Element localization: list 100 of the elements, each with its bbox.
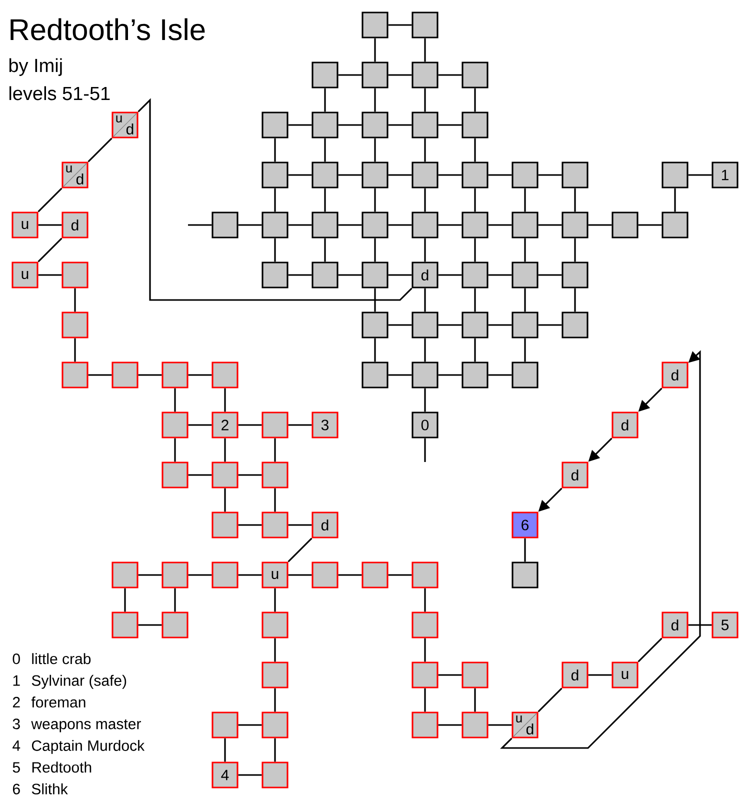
connector [424, 188, 426, 212]
connector [388, 174, 412, 176]
connector [188, 474, 212, 476]
connector [438, 274, 462, 276]
room-box [262, 612, 288, 638]
connector [38, 274, 62, 276]
connector [274, 138, 276, 162]
connector [238, 774, 262, 776]
connector [288, 224, 312, 226]
room-box [262, 662, 288, 688]
connector [388, 274, 412, 276]
connector [288, 574, 312, 576]
room-box: d [662, 612, 688, 638]
connector [88, 138, 112, 162]
connector [424, 588, 426, 612]
connector [438, 174, 462, 176]
connector [374, 88, 376, 112]
room-box [462, 662, 488, 688]
connector [374, 288, 376, 312]
connector [224, 438, 226, 462]
connector [224, 488, 226, 512]
connector [274, 188, 276, 212]
room-box [212, 362, 238, 388]
connector [288, 524, 312, 526]
room-box: d [562, 462, 588, 488]
room-box [562, 262, 588, 288]
connector [574, 238, 576, 262]
connector [174, 388, 176, 412]
subtitle: levels 51-51 [9, 86, 110, 100]
connector [524, 188, 526, 212]
room-box: 3 [312, 412, 338, 438]
connector [474, 288, 476, 312]
room-box [362, 312, 388, 338]
connector [238, 224, 262, 226]
room-box [512, 162, 538, 188]
connector [274, 588, 276, 612]
room-box [312, 112, 338, 138]
connector [424, 138, 426, 162]
key-label: foreman [31, 696, 86, 708]
connector [138, 574, 162, 576]
key-label: weapons master [31, 719, 141, 732]
key-number: 0 [12, 654, 20, 664]
key-label: Sylvinar (safe) [32, 674, 126, 689]
room-box: d [412, 262, 438, 288]
room-box [412, 662, 438, 688]
room-box [212, 712, 238, 738]
connector [324, 88, 326, 112]
room-box: 0 [412, 412, 438, 438]
connector [538, 688, 562, 712]
connector [438, 74, 462, 76]
connector [274, 638, 276, 662]
connector [588, 674, 612, 676]
room-box [362, 62, 388, 88]
connector [338, 274, 362, 276]
connector [274, 238, 276, 262]
connector [188, 374, 212, 376]
room-box [462, 262, 488, 288]
room-box [362, 562, 388, 588]
connector [338, 224, 362, 226]
connector [338, 74, 362, 76]
connector [438, 374, 462, 376]
room-box [162, 462, 188, 488]
room-box [212, 562, 238, 588]
room-box: u [612, 662, 638, 688]
connector [488, 724, 512, 726]
connector [438, 724, 462, 726]
connector [38, 224, 62, 226]
room-box [312, 562, 338, 588]
connector [424, 638, 426, 662]
room-box [362, 212, 388, 238]
split-room-box: u d [112, 112, 138, 138]
room-box: 5 [712, 612, 738, 638]
connector [488, 224, 512, 226]
key-number: 2 [12, 696, 20, 708]
connector [388, 74, 412, 76]
connector [138, 624, 162, 626]
room-box [262, 162, 288, 188]
connector [574, 188, 576, 212]
connector [638, 638, 662, 662]
key-label: Captain Murdock [32, 740, 145, 754]
connector [474, 88, 476, 112]
connector [288, 274, 312, 276]
room-box: u [262, 562, 288, 588]
room-box [512, 262, 538, 288]
room-box [662, 162, 688, 188]
connector [274, 438, 276, 462]
connector [674, 188, 676, 212]
connector [438, 324, 462, 326]
connector [474, 138, 476, 162]
key-number: 4 [12, 740, 20, 751]
subtitle: by Imij [9, 58, 62, 76]
connector [524, 338, 526, 362]
room-box: u [12, 262, 38, 288]
room-box [662, 212, 688, 238]
room-box: d [562, 662, 588, 688]
connector [438, 674, 462, 676]
room-box [462, 712, 488, 738]
room-box [612, 212, 638, 238]
connector [188, 424, 212, 426]
room-box [112, 562, 138, 588]
